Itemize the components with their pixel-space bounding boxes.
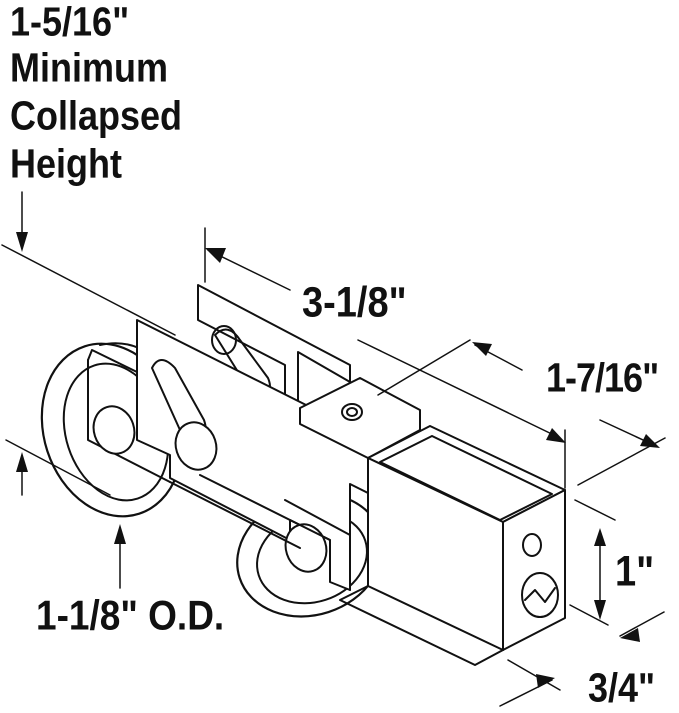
min-collapsed-height-text-height: Height bbox=[10, 140, 122, 187]
width-label: 3/4" bbox=[588, 664, 656, 711]
min-collapsed-height-text-minimum: Minimum bbox=[10, 44, 168, 91]
dim-housing-length bbox=[377, 339, 666, 486]
dim-height bbox=[569, 499, 616, 626]
wheel-diameter-label: 1-1/8" O.D. bbox=[36, 592, 225, 639]
min-collapsed-height-value: 1-5/16" bbox=[10, 0, 130, 45]
dim-wheel-diameter bbox=[114, 524, 126, 589]
side-plate bbox=[87, 319, 383, 591]
housing-box bbox=[299, 377, 566, 666]
dim-width bbox=[499, 611, 665, 707]
min-collapsed-height-text-collapsed: Collapsed bbox=[10, 92, 183, 139]
housing-length-label: 1-7/16" bbox=[546, 354, 659, 401]
length-label: 3-1/8" bbox=[302, 279, 407, 327]
dim-min-collapsed-height bbox=[1, 191, 176, 496]
height-label: 1" bbox=[615, 548, 655, 596]
dim-length bbox=[204, 227, 566, 489]
